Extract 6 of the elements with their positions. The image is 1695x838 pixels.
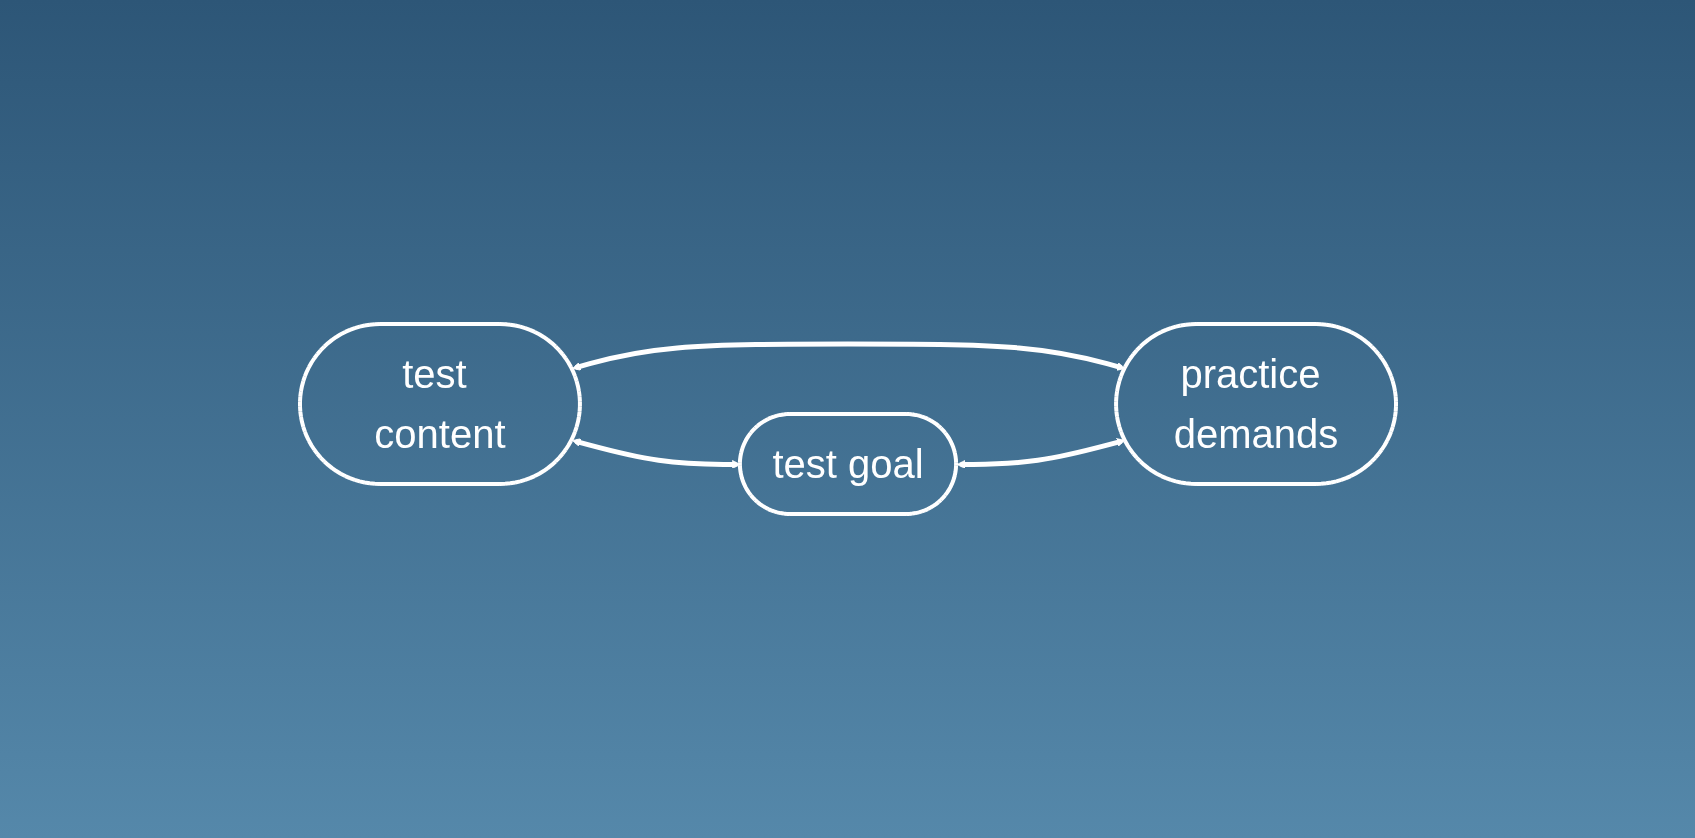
node-text: test content xyxy=(373,352,506,456)
arrow xyxy=(571,341,1125,371)
node-text: practice demands xyxy=(1173,352,1338,456)
arrow xyxy=(956,438,1125,469)
node-text: test goal xyxy=(771,442,924,486)
arrow xyxy=(571,438,741,469)
